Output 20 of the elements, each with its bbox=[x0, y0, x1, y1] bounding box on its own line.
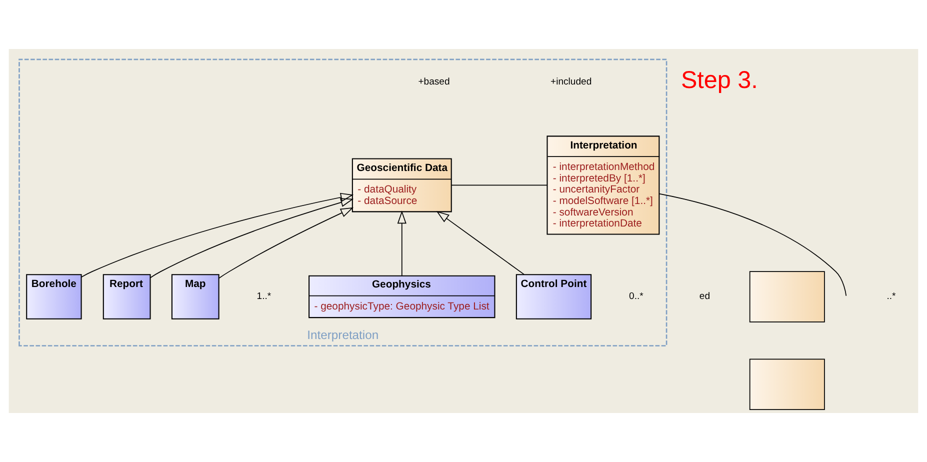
node-box: Report bbox=[102, 274, 151, 320]
label: 0..* bbox=[629, 291, 644, 302]
arrow bbox=[397, 210, 406, 276]
arrow bbox=[218, 207, 354, 279]
label: +based bbox=[418, 76, 450, 88]
arrow bbox=[150, 198, 354, 278]
label: 1..* bbox=[256, 291, 272, 302]
node-box: Map bbox=[171, 274, 220, 320]
connector bbox=[451, 184, 548, 186]
node-box: Borehole bbox=[26, 274, 82, 320]
node-box bbox=[749, 358, 825, 410]
label: ed bbox=[699, 291, 710, 302]
node-box bbox=[749, 271, 825, 322]
label: Step 3. bbox=[680, 66, 758, 94]
arrow bbox=[436, 210, 525, 275]
connector bbox=[658, 193, 847, 296]
label: +included bbox=[550, 76, 592, 88]
arrow bbox=[80, 192, 354, 278]
label: ..* bbox=[886, 291, 896, 302]
node-box: Control Point bbox=[516, 274, 592, 320]
